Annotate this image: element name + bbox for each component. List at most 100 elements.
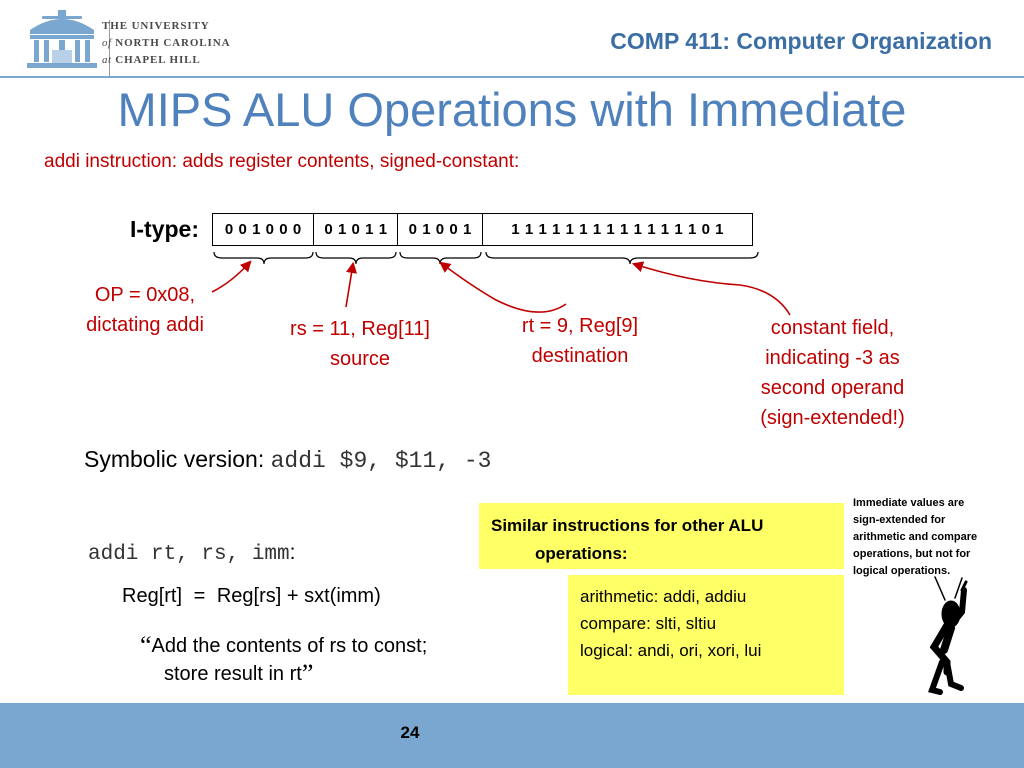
const-note-line-3: second operand [760, 377, 905, 399]
page-number: 24 [400, 723, 420, 742]
bit: 0 [265, 221, 275, 238]
asm-format: addi rt, rs, imm: [88, 541, 295, 566]
bit: 0 [292, 221, 302, 238]
bit: 1 [462, 221, 472, 238]
bit: 0 [224, 221, 234, 238]
bit: 1 [378, 221, 388, 238]
itype-label: I-type: [130, 216, 199, 242]
university-line-2-prefix: of [102, 37, 112, 49]
list-item-arithmetic: arithmetic: addi, addiu [580, 587, 747, 606]
instruction-list-box: arithmetic: addi, addiu compare: slti, s… [568, 575, 844, 695]
rs-note-line-1: rs = 11, Reg[11] [290, 318, 430, 340]
quote-line-1: “Add the contents of rs to const; [140, 632, 427, 660]
asm-format-code: addi rt, rs, imm [88, 543, 290, 566]
bit: 1 [524, 221, 534, 238]
quote-line-2-text: store result in rt [164, 663, 302, 685]
description-quote: “Add the contents of rs to const; store … [140, 632, 427, 688]
formula: Reg[rt] = Reg[rs] + sxt(imm) [122, 585, 381, 608]
const-note: constant field, indicating -3 as second … [730, 313, 935, 433]
university-line-3: at CHAPEL HILL [102, 52, 230, 69]
side-note-line-5: logical operations. [853, 565, 951, 577]
university-line-2-text: NORTH CAROLINA [115, 37, 231, 49]
const-note-line-2: indicating -3 as [765, 347, 900, 369]
rt-note: rt = 9, Reg[9] destination [490, 311, 670, 371]
bit: 1 [365, 221, 374, 238]
side-note-line-1: Immediate values are [853, 497, 965, 509]
rs-brace [315, 251, 397, 265]
bit: 0 [279, 221, 288, 238]
symbolic-label: Symbolic version: [84, 446, 265, 472]
bit: 1 [552, 221, 561, 238]
bit: 1 [674, 221, 683, 238]
similar-line-2: operations: [535, 544, 628, 563]
university-line-1: THE UNIVERSITY [102, 20, 210, 32]
formula-equals: = [193, 585, 206, 607]
bit: 1 [715, 221, 724, 238]
bit: 1 [592, 221, 602, 238]
bit: 1 [565, 221, 574, 238]
unc-logo [22, 10, 262, 78]
op-note: OP = 0x08, dictating addi [60, 280, 230, 340]
bit: 1 [579, 221, 588, 238]
old-well-icon [27, 10, 97, 68]
course-title: COMP 411: Computer Organization [610, 28, 992, 54]
bit: 0 [238, 221, 247, 238]
bit: 1 [606, 221, 615, 238]
university-name: THE UNIVERSITY of NORTH CAROLINA at CHAP… [102, 18, 230, 69]
rt-note-line-2: destination [531, 345, 629, 367]
list-item-compare: compare: slti, sltiu [580, 614, 717, 633]
bit: 1 [252, 221, 261, 238]
imm-brace [485, 251, 759, 265]
side-note: Immediate values are sign-extended for a… [853, 495, 1013, 580]
bit: 1 [337, 221, 347, 238]
bit: 0 [449, 221, 458, 238]
const-note-line-4: (sign-extended!) [760, 407, 905, 429]
bit: 1 [633, 221, 642, 238]
rs-note: rs = 11, Reg[11] source [270, 314, 450, 374]
quote-close: ” [301, 659, 314, 688]
side-note-line-4: operations, but not for [853, 548, 971, 560]
quote-open: “ [140, 631, 152, 660]
bit: 1 [422, 221, 431, 238]
header-rule [0, 76, 1024, 78]
asm-format-colon: : [289, 541, 296, 564]
quote-line-2: store result in rt” [140, 660, 427, 688]
formula-left: Reg[rt] [122, 585, 183, 607]
logo-divider [109, 20, 110, 78]
similar-line-1: Similar instructions for other ALU [491, 516, 764, 535]
list-item-logical: logical: andi, ori, xori, lui [580, 641, 762, 660]
footer-bar [0, 703, 1024, 768]
rt-note-line-1: rt = 9, Reg[9] [521, 315, 639, 337]
rs-arrow [345, 261, 358, 308]
bit: 1 [538, 221, 547, 238]
bit: 0 [324, 221, 333, 238]
const-arrow [631, 261, 791, 316]
quote-line-1-text: Add the contents of rs to const; [151, 635, 428, 657]
symbolic-code: addi $9, $11, -3 [270, 448, 492, 474]
op-brace [213, 251, 314, 265]
side-note-line-3: arithmetic and compare [853, 531, 978, 543]
stick-figure-icon [928, 576, 968, 695]
bit: 1 [511, 221, 520, 238]
rt-arrow [439, 261, 567, 313]
bit: 1 [660, 221, 670, 238]
bit: 0 [701, 221, 710, 238]
bit: 1 [620, 221, 629, 238]
bit: 1 [647, 221, 656, 238]
university-line-2: of NORTH CAROLINA [102, 35, 230, 52]
op-note-line-2: dictating addi [86, 314, 204, 336]
university-line-3-prefix: at [102, 54, 112, 66]
bit: 0 [408, 221, 417, 238]
bit: 0 [435, 221, 445, 238]
slide-subtitle: addi instruction: adds register contents… [44, 151, 520, 172]
similar-instructions-box: Similar instructions for other ALU opera… [479, 503, 844, 569]
op-note-line-1: OP = 0x08, [94, 284, 196, 306]
const-note-line-1: constant field, [770, 317, 895, 339]
rs-note-line-2: source [329, 348, 391, 370]
symbolic-version: Symbolic version: addi $9, $11, -3 [84, 446, 491, 474]
